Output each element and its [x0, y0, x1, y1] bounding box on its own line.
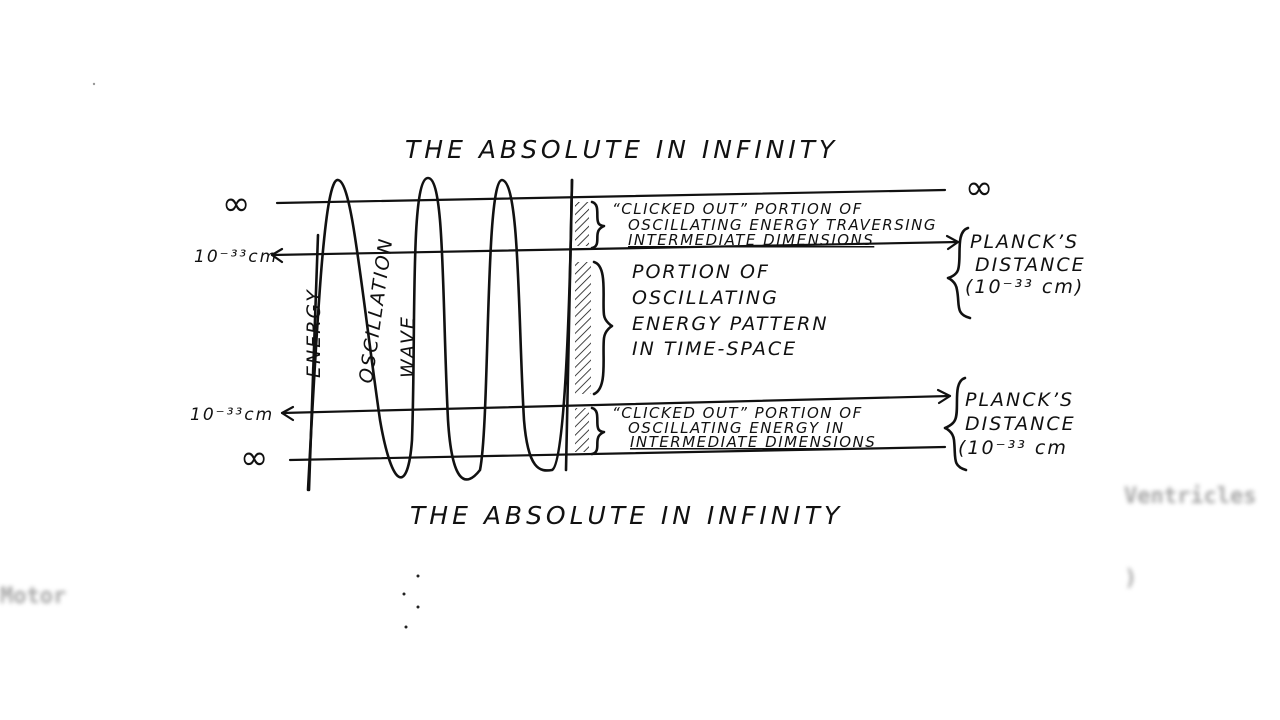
- infinity-top-right: ∞: [965, 168, 995, 208]
- brace-planck-lower: [943, 376, 968, 472]
- arrowhead-upper-left: [270, 247, 284, 264]
- middle-portion-line-2: OSCILLATING: [632, 287, 779, 309]
- label-wave: WAVE: [397, 315, 419, 378]
- brace-middle: [592, 260, 614, 396]
- upper-clicked-out-line-1: “CLICKED OUT” PORTION OF: [612, 200, 863, 218]
- planck-lower-line-3: (10⁻³³ cm: [958, 437, 1068, 459]
- planck-arrow-line-lower: [280, 394, 952, 415]
- planck-level-upper: 10⁻³³cm: [194, 247, 278, 267]
- bg-fragment-left: Motor: [0, 584, 67, 609]
- lower-clicked-out-line-3: INTERMEDIATE DIMENSIONS: [630, 433, 876, 451]
- time-space-boundary: [564, 178, 574, 472]
- arrowhead-lower-right: [936, 388, 952, 405]
- hatch-lower: [575, 408, 589, 452]
- planck-lower-line-1: PLANCK’S: [965, 389, 1074, 411]
- infinity-line-top: [275, 188, 947, 205]
- upper-clicked-out-line-3: INTERMEDIATE DIMENSIONS: [628, 231, 874, 249]
- title-bottom: THE ABSOLUTE IN INFINITY: [410, 501, 843, 530]
- brace-upper: [590, 200, 606, 250]
- lower-clicked-out-line-1: “CLICKED OUT” PORTION OF: [612, 404, 863, 422]
- arrowhead-lower-left: [280, 405, 295, 422]
- infinity-line-bottom: [288, 445, 947, 462]
- middle-portion-line-1: PORTION OF: [632, 261, 770, 283]
- hatch-upper: [575, 202, 589, 246]
- planck-upper-line-1: PLANCK’S: [970, 231, 1079, 253]
- planck-level-lower: 10⁻³³cm: [190, 405, 274, 425]
- stray-dot-3: [402, 592, 406, 596]
- planck-arrow-line-upper: [270, 240, 960, 257]
- bg-fragment-paren: ): [1124, 566, 1138, 591]
- label-oscillation: OSCILLATION: [355, 236, 397, 385]
- brace-lower: [590, 406, 606, 456]
- bg-fragment-right: Ventricles: [1124, 484, 1257, 509]
- oscillation-wave: [306, 176, 574, 492]
- planck-upper-line-3: (10⁻³³ cm): [965, 276, 1084, 298]
- label-energy: ENERGY: [303, 288, 325, 378]
- hatch-middle: [575, 262, 591, 394]
- arrowhead-upper-right: [945, 234, 960, 251]
- lower-clicked-out-line-2: OSCILLATING ENERGY IN: [628, 419, 845, 437]
- brace-planck-upper: [946, 226, 972, 320]
- middle-portion-line-3: ENERGY PATTERN: [632, 313, 829, 335]
- middle-portion-line-4: IN TIME-SPACE: [632, 338, 797, 360]
- upper-clicked-out-line-2: OSCILLATING ENERGY TRAVERSING: [628, 216, 937, 234]
- infinity-bottom-left: ∞: [240, 438, 270, 478]
- planck-upper-line-2: DISTANCE: [975, 254, 1086, 276]
- planck-lower-line-2: DISTANCE: [965, 413, 1076, 435]
- stray-dot-4: [416, 605, 420, 609]
- stray-dot-1: [92, 82, 96, 86]
- infinity-top-left: ∞: [222, 184, 252, 224]
- title-top: THE ABSOLUTE IN INFINITY: [405, 135, 838, 164]
- stray-dot-5: [404, 625, 408, 629]
- stray-dot-2: [416, 574, 420, 578]
